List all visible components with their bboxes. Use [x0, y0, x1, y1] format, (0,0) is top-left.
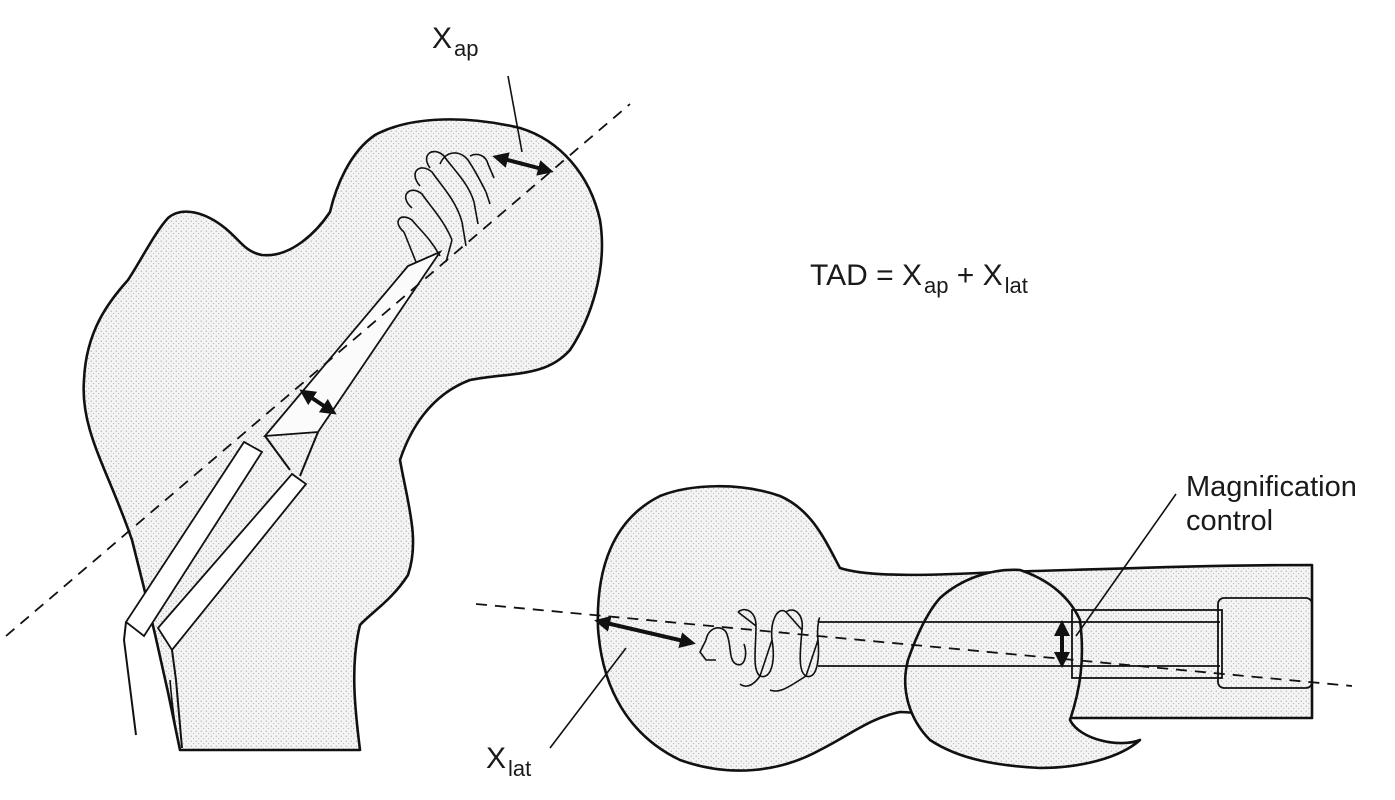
lat-trochanter — [903, 568, 1142, 770]
x-lat-sub: lat — [508, 756, 531, 781]
lat-label-leader — [549, 647, 627, 749]
lat-side-plate — [1217, 597, 1313, 689]
magnification-line-1: Magnification — [1186, 471, 1357, 503]
x-ap-label: Xap — [432, 22, 479, 61]
lat-barrel — [1071, 609, 1223, 679]
magnification-label: Magnification control — [1186, 471, 1365, 537]
ap-shaft-base — [264, 435, 291, 471]
x-ap-main: X — [432, 22, 452, 55]
ap-label-leader — [507, 75, 523, 153]
ap-plate-edge — [122, 621, 137, 736]
lateral-view: Xlat Magnification control — [475, 471, 1365, 781]
x-lat-main: X — [486, 742, 506, 775]
formula-lhs: TAD = X — [810, 259, 922, 292]
x-ap-sub: ap — [454, 36, 478, 61]
tad-formula: TAD = Xap + Xlat — [810, 259, 1028, 298]
formula-sub-ap: ap — [924, 273, 948, 298]
ap-neck-axis — [5, 103, 631, 637]
ap-screw-threads — [397, 150, 495, 263]
magnification-line-2: control — [1186, 505, 1273, 537]
x-lat-label: Xlat — [486, 742, 531, 781]
lat-tad-arrow — [594, 616, 696, 648]
formula-mid: + X — [948, 259, 1002, 292]
magnification-leader — [1075, 493, 1177, 637]
ap-side-plate — [124, 440, 264, 638]
formula-sub-lat: lat — [1005, 273, 1028, 298]
ap-cortex-line — [169, 679, 181, 751]
lat-lag-screw-shaft — [818, 621, 1220, 667]
ap-femur-outline — [82, 118, 604, 752]
ap-barrel — [156, 472, 308, 652]
ap-shaft-base-2 — [299, 431, 319, 477]
lat-screw-threads — [699, 608, 821, 692]
ap-tad-arrow — [492, 152, 554, 176]
ap-plate-edge-inner — [171, 649, 183, 749]
ap-view: Xap — [5, 22, 631, 752]
ap-magnification-arrow — [299, 389, 337, 415]
lat-neck-axis — [475, 603, 1353, 687]
